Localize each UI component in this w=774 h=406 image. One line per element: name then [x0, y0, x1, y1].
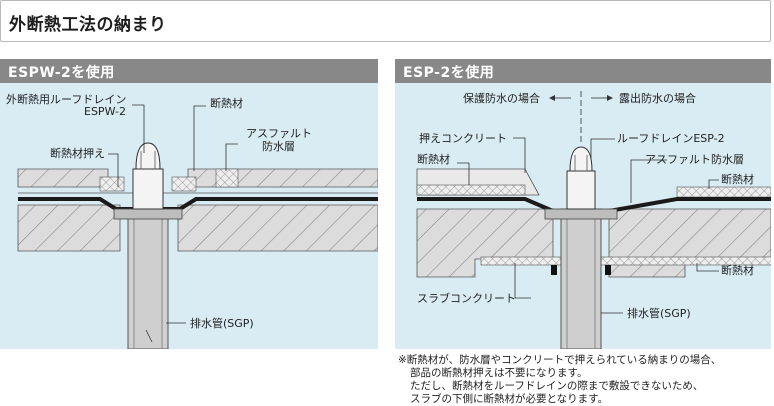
page-title: 外断熱工法の納まり	[9, 15, 167, 35]
label-insulation-holder: 断熱材押え	[50, 146, 105, 160]
note-line-4: スラブの下側に断熱材が必要となります。	[410, 393, 609, 405]
diagram-espw2: 外断熱用ルーフドレイン ESPW-2 断熱材 アスファルト 防水層 断熱材押え …	[6, 92, 378, 349]
panel-esp2: ESP-2を使用	[395, 59, 771, 349]
leaders-left	[108, 104, 238, 343]
note-line-2: 部品の断熱材押えは不要になります。	[410, 367, 588, 379]
label-protected: 保護防水の場合	[463, 91, 540, 105]
note-line-1: ※断熱材が、防水層やコンクリートで押えられている納まりの場合、	[398, 354, 722, 366]
insulation-left-right-panel	[416, 184, 526, 196]
panel-espw2: ESPW-2を使用	[0, 59, 378, 349]
drain-strainer-left	[132, 142, 164, 210]
label-insulation-bottom: 断熱材	[721, 263, 754, 277]
panel-title-esp2: ESP-2を使用	[403, 65, 495, 81]
leaders-right	[457, 137, 719, 314]
label-insulation-right: 断熱材	[721, 172, 754, 186]
panel-title-espw2: ESPW-2を使用	[8, 65, 115, 81]
label-exposed: 露出防水の場合	[619, 91, 696, 105]
insulation-right-top	[676, 186, 771, 198]
insulation-layer-left	[17, 168, 378, 192]
arrow-left-icon	[549, 95, 555, 101]
label-drain-name: 外断熱用ルーフドレイン	[6, 92, 126, 106]
note-line-3: ただし、断熱材をルーフドレインの際まで敷設できないため、	[410, 380, 704, 392]
label-drain-pipe-right: 排水管(SGP)	[627, 306, 691, 320]
diagram-esp2: 保護防水の場合 露出防水の場合 押えコンクリート ルーフドレインESP-2 断熱…	[416, 91, 771, 349]
label-drain-model: ESPW-2	[84, 105, 126, 118]
panel-header-espw2: ESPW-2を使用	[0, 59, 378, 83]
label-asphalt-2: 防水層	[262, 139, 295, 153]
insulation-bottom	[480, 256, 771, 266]
slab-left	[17, 204, 378, 252]
label-press-concrete: 押えコンクリート	[419, 131, 507, 145]
center-divider	[555, 91, 607, 143]
label-drain-pipe-left: 排水管(SGP)	[190, 316, 254, 330]
label-slab-concrete: スラブコンクリート	[417, 291, 516, 305]
title-box: 外断熱工法の納まり	[0, 0, 771, 42]
drain-pipe-right	[544, 208, 618, 349]
label-drain-esp2: ルーフドレインESP-2	[617, 132, 725, 145]
slab-right	[416, 208, 554, 278]
label-asphalt-waterproof: アスファルト防水層	[645, 152, 744, 166]
label-asphalt-1: アスファルト	[246, 127, 312, 140]
label-insulation-left: 断熱材	[417, 152, 450, 166]
label-insulation: 断熱材	[210, 96, 243, 110]
drain-pipe-left	[113, 208, 183, 349]
arrow-right-icon	[607, 95, 613, 101]
drain-strainer-right	[566, 146, 596, 210]
panel-header-esp2: ESP-2を使用	[395, 59, 771, 83]
